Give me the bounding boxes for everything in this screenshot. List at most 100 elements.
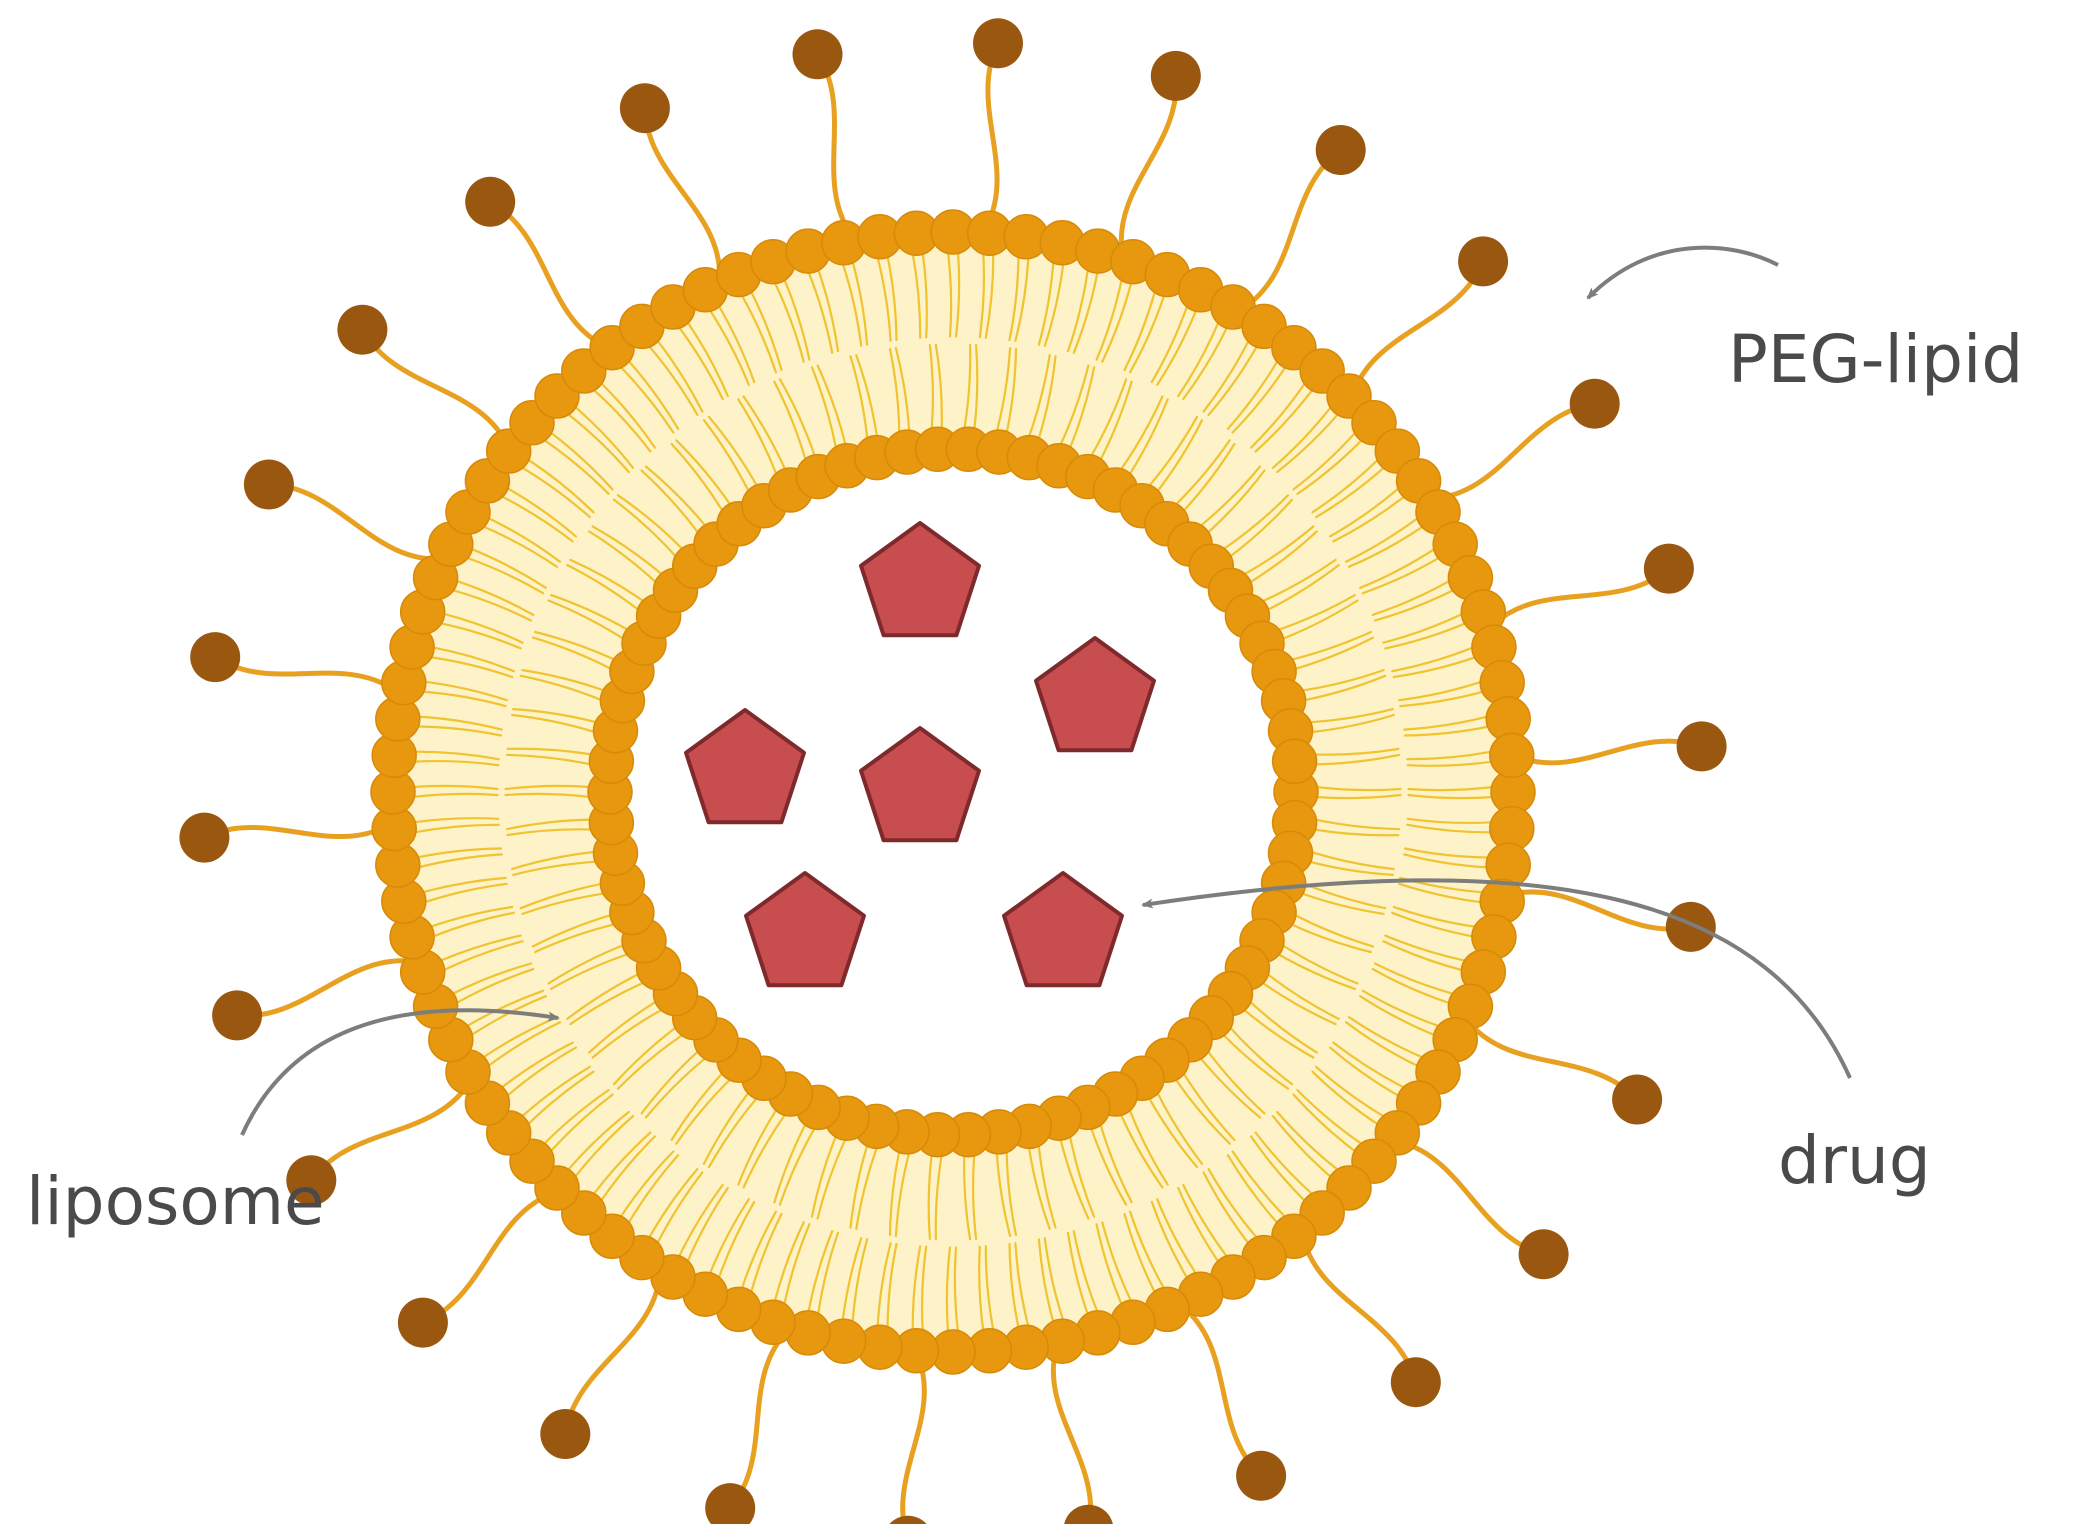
lipid-tail [1311,458,1380,514]
lipid-tail [415,725,503,737]
lipid-tail [928,344,934,431]
lipid-tail [1347,525,1425,568]
lipid-tail [841,262,863,347]
lipid-tail [547,599,625,641]
lipid-tail [519,674,603,702]
lipid-tail [1254,1131,1314,1196]
lipid-tail [841,1237,863,1322]
lipid-tail [1403,725,1491,737]
peg-chain [1050,1348,1094,1524]
lipid-tail [1392,905,1477,928]
lipid-tail [504,784,592,791]
lipid-tail [1281,599,1359,641]
lipid-tail [526,1070,595,1126]
lipid-tail [1202,339,1250,413]
lipid-tail [888,1149,901,1237]
lipid-tail [520,1065,591,1118]
lipid-tail [946,250,953,338]
outer-lipid-head [1489,732,1535,779]
lipid-tail [1090,1126,1128,1206]
lipid-tail [1099,380,1133,462]
lipid-tail [1371,579,1452,616]
lipid-tail [1150,1200,1189,1280]
lipid-tail [973,344,979,431]
lipid-tail [412,759,500,767]
lipid-tail [1266,564,1340,612]
peg-chain [1492,566,1672,626]
peg-end-group [792,29,843,80]
lipid-tail [500,1041,574,1089]
lipid-tail [742,395,787,472]
lipid-tail [542,1089,610,1146]
lipid-tail [1119,395,1164,472]
lipid-tail [1382,612,1464,644]
lipid-tail [1156,1198,1198,1276]
lipid-tail [1276,594,1356,632]
lipid-tail [876,256,892,342]
lipid-tail [1099,1122,1133,1204]
lipid-tail [1119,1112,1164,1189]
lipid-tail [1293,636,1375,671]
lipid-tail [566,412,630,474]
peg-chain [815,51,853,236]
lipid-tail [773,380,807,462]
lipid-tail [1066,268,1089,353]
lipid-tail [1403,847,1491,859]
lipid-tail [984,252,995,339]
lipid-tail [1182,1183,1229,1259]
lipid-tail [442,612,524,644]
lipid-tail [469,547,547,589]
lipid-tail [531,636,613,671]
lipid-tail [1361,556,1441,595]
peg-chain [201,824,389,841]
peg-chain [727,1331,787,1511]
lipid-tail [1266,972,1340,1020]
lipid-tail [1361,989,1441,1028]
lipid-tail [1059,1137,1090,1220]
lipid-tail [417,853,503,869]
lipid-tail [1182,1071,1236,1142]
lipid-tail [894,347,911,433]
lipid-tail [442,940,524,972]
lipid-tail [963,343,972,431]
peg-end-group [705,1483,756,1524]
peg-end-group [337,304,388,355]
lipid-tail [1072,1230,1099,1314]
lipid-tail [439,622,522,650]
lipid-tail [1228,498,1294,558]
lipid-tail [978,1245,985,1333]
peg-end-group [190,632,241,683]
peg-end-group [1612,1074,1663,1125]
drug-arrow [1141,878,1852,1079]
lipid-tail [1068,1134,1096,1218]
lipid-tail [1156,308,1198,386]
peg-chain [212,654,397,693]
lipid-tail [1359,995,1437,1037]
lipid-tail [534,630,616,661]
lipid-tail [1406,760,1494,767]
lipid-tail [1313,753,1401,766]
lipid-tail [849,1143,869,1229]
lipid-tail [627,359,680,430]
peg-lipid-group [179,18,1727,1524]
peg-end-group [397,1297,448,1348]
lipid-tail [1066,1231,1089,1316]
lipid-tail [920,1245,928,1333]
lipid-tail [640,1049,700,1115]
lipid-tail [1177,320,1220,398]
lipid-tail [531,913,613,948]
lipid-tail [1329,486,1401,538]
lipid-tail [547,943,625,985]
lipid-tail [742,1112,787,1189]
lipid-tail [1242,1008,1315,1059]
lipid-tail [1296,1089,1364,1146]
lipid-tail [816,364,847,447]
lipid-tail [1008,254,1020,342]
lipid-tail [1398,882,1483,904]
lipid-tail [417,715,503,731]
lipid-tail [429,656,514,679]
lipid-tail [945,1246,952,1334]
lipid-tail [1391,911,1475,938]
lipid-tail [807,1230,834,1314]
lipid-tail [423,680,508,702]
